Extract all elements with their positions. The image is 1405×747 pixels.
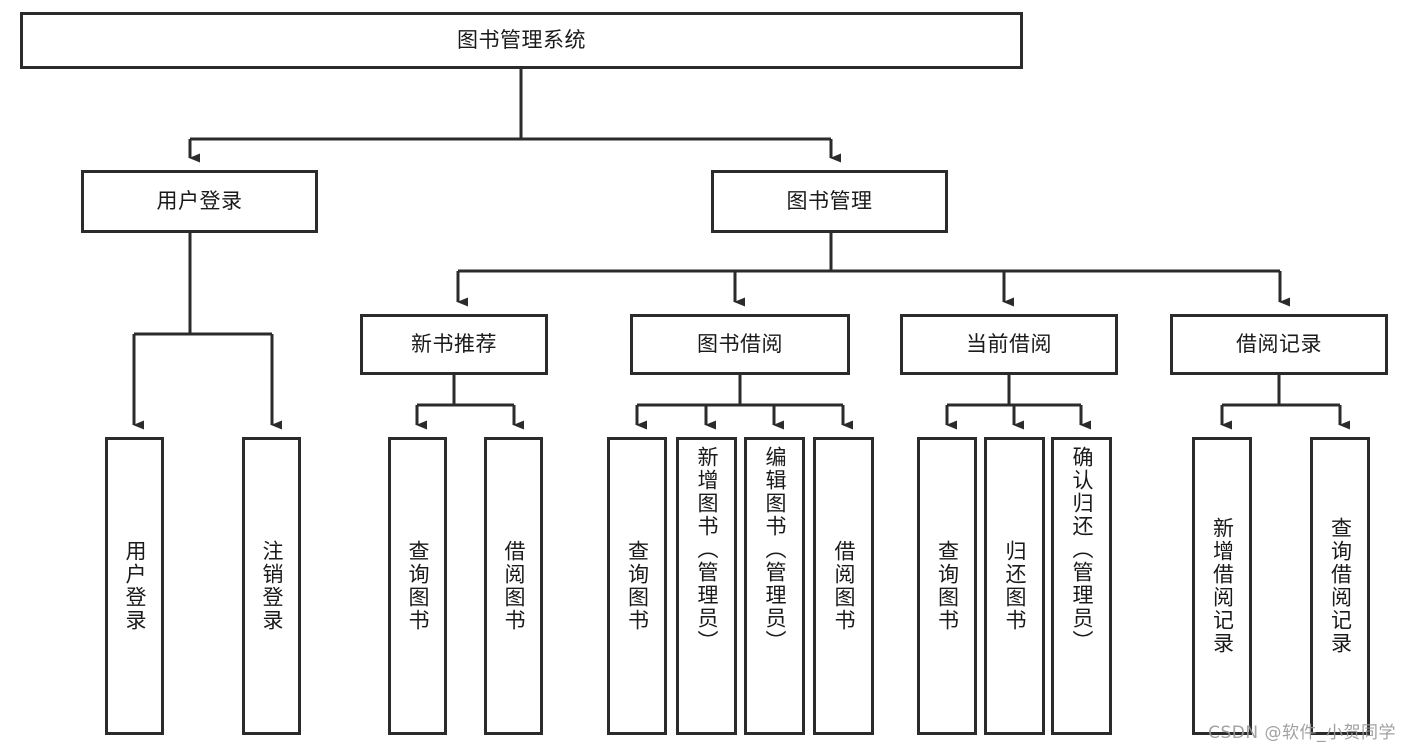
node-leaf-query-borrow-record[interactable]: 查询借阅记录	[1310, 437, 1370, 735]
node-leaf-edit-book-label: 编辑图书（管理员）	[763, 446, 787, 653]
node-current-borrow-label: 当前借阅	[966, 332, 1052, 357]
node-leaf-return-book-label: 归还图书	[1003, 540, 1027, 632]
node-leaf-return-book[interactable]: 归还图书	[984, 437, 1045, 735]
node-root[interactable]: 图书管理系统	[20, 12, 1023, 69]
node-user-login-label: 用户登录	[156, 189, 243, 214]
node-leaf-query-book-2-label: 查询图书	[625, 540, 650, 632]
node-leaf-borrow-book-1-label: 借阅图书	[502, 540, 526, 632]
node-leaf-add-borrow-record-label: 新增借阅记录	[1210, 517, 1235, 655]
node-leaf-query-book-1[interactable]: 查询图书	[388, 437, 447, 735]
node-borrow-record[interactable]: 借阅记录	[1170, 314, 1388, 375]
node-leaf-query-book-2[interactable]: 查询图书	[607, 437, 667, 735]
node-new-book-recommend-label: 新书推荐	[411, 332, 497, 357]
node-leaf-borrow-book-2-label: 借阅图书	[832, 540, 856, 632]
node-leaf-add-book-label: 新增图书（管理员）	[695, 446, 719, 653]
node-book-management-label: 图书管理	[786, 189, 873, 214]
csdn-watermark: CSDN @软件_小贺同学	[1208, 723, 1396, 743]
node-leaf-query-book-3[interactable]: 查询图书	[917, 437, 977, 735]
node-root-label: 图书管理系统	[457, 28, 586, 53]
node-book-management[interactable]: 图书管理	[711, 170, 948, 233]
node-book-borrow-label: 图书借阅	[697, 332, 783, 357]
node-leaf-query-book-1-label: 查询图书	[406, 540, 430, 632]
node-leaf-add-book[interactable]: 新增图书（管理员）	[676, 437, 737, 735]
node-leaf-borrow-book-2[interactable]: 借阅图书	[813, 437, 874, 735]
node-leaf-logout-label: 注销登录	[260, 540, 284, 632]
node-user-login[interactable]: 用户登录	[81, 170, 318, 233]
node-leaf-confirm-return-label: 确认归还（管理员）	[1070, 446, 1094, 653]
node-leaf-confirm-return[interactable]: 确认归还（管理员）	[1051, 437, 1112, 735]
node-book-borrow[interactable]: 图书借阅	[630, 314, 850, 375]
node-leaf-borrow-book-1[interactable]: 借阅图书	[484, 437, 543, 735]
node-leaf-query-borrow-record-label: 查询借阅记录	[1328, 517, 1353, 655]
node-leaf-add-borrow-record[interactable]: 新增借阅记录	[1192, 437, 1252, 735]
node-new-book-recommend[interactable]: 新书推荐	[360, 314, 548, 375]
node-leaf-logout[interactable]: 注销登录	[242, 437, 301, 735]
node-leaf-edit-book[interactable]: 编辑图书（管理员）	[744, 437, 805, 735]
node-leaf-user-login-label: 用户登录	[123, 540, 147, 632]
node-leaf-query-book-3-label: 查询图书	[935, 540, 960, 632]
node-leaf-user-login[interactable]: 用户登录	[105, 437, 164, 735]
node-current-borrow[interactable]: 当前借阅	[900, 314, 1118, 375]
node-borrow-record-label: 借阅记录	[1236, 332, 1322, 357]
